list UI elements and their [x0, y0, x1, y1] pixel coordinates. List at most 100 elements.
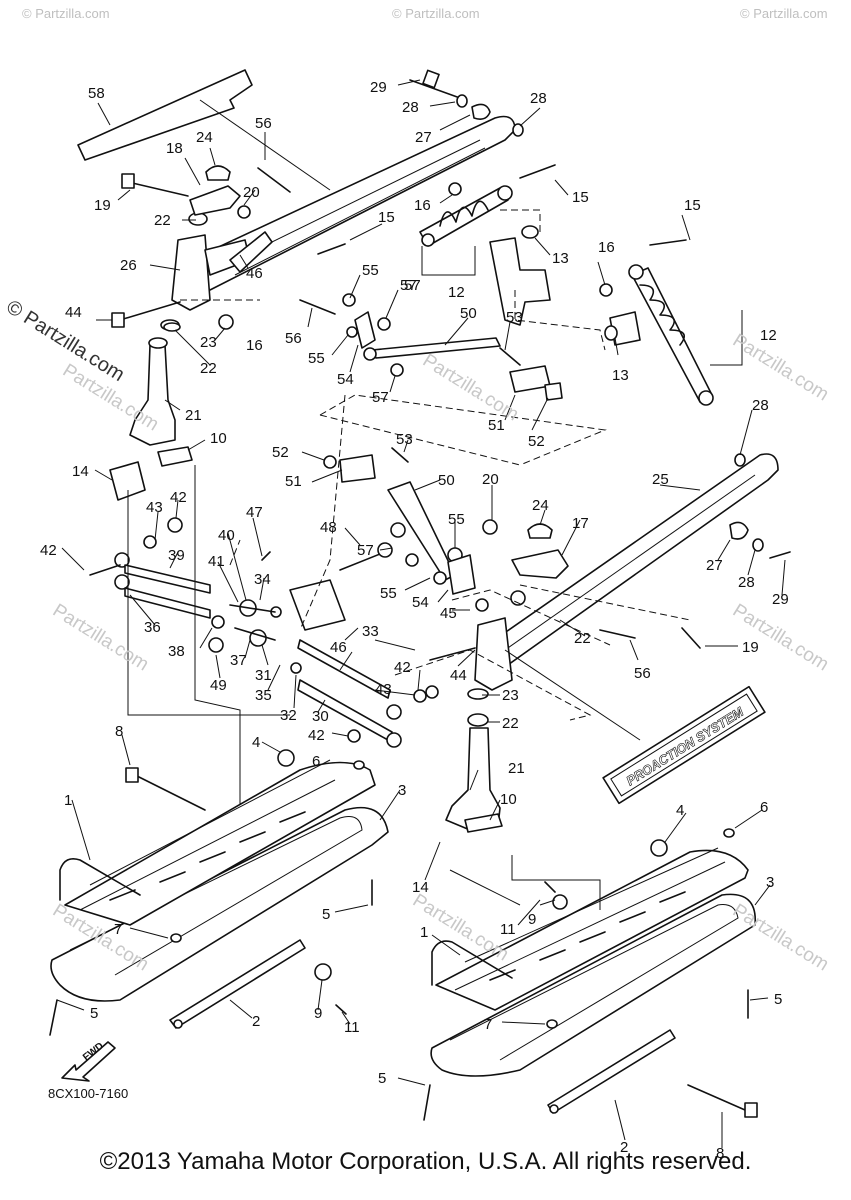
copyright-notice: ©2013 Yamaha Motor Corporation, U.S.A. A… [99, 1148, 752, 1175]
callout-label: 37 [230, 652, 247, 669]
callout-label: 27 [706, 557, 723, 574]
callout-label: 46 [246, 265, 263, 282]
callout-label: 19 [94, 197, 111, 214]
callout-label: 55 [362, 262, 379, 279]
callout-label: 51 [488, 417, 505, 434]
callout-label: 7 [114, 921, 122, 938]
callout-label: 44 [65, 304, 82, 321]
callout-label: 51 [285, 473, 302, 490]
callout-label: 1 [64, 792, 72, 809]
callout-label: 40 [218, 527, 235, 544]
left-lower-linkage [89, 394, 476, 820]
callout-label: 22 [502, 715, 519, 732]
callout-label: 35 [255, 687, 272, 704]
callout-label: 12 [448, 284, 465, 301]
left-rear-arm [77, 69, 524, 446]
callout-label: 49 [210, 677, 227, 694]
callout-label: 54 [412, 594, 429, 611]
callout-label: 13 [552, 250, 569, 267]
callout-label: 39 [168, 547, 185, 564]
callout-label: 5 [90, 1005, 98, 1022]
callout-label: 5 [378, 1070, 386, 1087]
callout-label: 31 [255, 667, 272, 684]
callout-label: 15 [684, 197, 701, 214]
callout-label: 8 [115, 723, 123, 740]
leader-lines [56, 79, 786, 1148]
callout-label: 9 [528, 911, 536, 928]
callout-label: 15 [572, 189, 589, 206]
callout-label: 56 [634, 665, 651, 682]
callout-label: 46 [330, 639, 347, 656]
right-rear-arm [374, 453, 791, 833]
callout-label: 58 [88, 85, 105, 102]
callout-label: 57 [404, 277, 421, 294]
drawing-code: 8CX100-7160 [48, 1086, 129, 1101]
callout-label: 5 [774, 991, 782, 1008]
callout-label: 12 [760, 327, 777, 344]
callout-label: 19 [742, 639, 759, 656]
callout-label: 26 [120, 257, 137, 274]
callout-label: 56 [255, 115, 272, 132]
callout-label: 21 [185, 407, 202, 424]
callout-label: 43 [375, 681, 392, 698]
callout-label: 28 [752, 397, 769, 414]
right-ski [423, 828, 758, 1121]
left-stabilizer-linkage [299, 293, 607, 466]
callout-label: 42 [308, 727, 325, 744]
callout-label: 43 [146, 499, 163, 516]
callout-label: 55 [448, 511, 465, 528]
callout-label: 23 [200, 334, 217, 351]
callout-label: 53 [396, 431, 413, 448]
callout-label: 53 [506, 309, 523, 326]
callout-label: 5 [322, 906, 330, 923]
callout-label: 44 [450, 667, 467, 684]
callout-label: 14 [72, 463, 89, 480]
callout-label: 33 [362, 623, 379, 640]
callout-label: 6 [312, 753, 320, 770]
callout-label: 38 [168, 643, 185, 660]
callout-label: 29 [370, 79, 387, 96]
left-shock-absorber [317, 164, 606, 351]
callout-label: 28 [738, 574, 755, 591]
callout-labels: 29 28 28 58 56 24 27 18 20 19 16 15 22 1… [40, 79, 789, 1162]
callout-label: 32 [280, 707, 297, 724]
callout-label: 16 [598, 239, 615, 256]
callout-label: 54 [337, 371, 354, 388]
callout-label: 20 [243, 184, 260, 201]
callout-label: 27 [415, 129, 432, 146]
callout-label: 25 [652, 471, 669, 488]
callout-label: 7 [484, 1016, 492, 1033]
callout-label: 15 [378, 209, 395, 226]
right-shock-absorber [599, 239, 743, 406]
callout-label: 17 [572, 515, 589, 532]
callout-label: 24 [532, 497, 549, 514]
callout-label: 29 [772, 591, 789, 608]
callout-label: 30 [312, 708, 329, 725]
callout-label: 4 [252, 734, 260, 751]
callout-label: 47 [246, 504, 263, 521]
callout-label: 22 [574, 630, 591, 647]
callout-label: 48 [320, 519, 337, 536]
callout-label: 10 [500, 791, 517, 808]
callout-label: 23 [502, 687, 519, 704]
corner-watermark: © Partzilla.com [740, 6, 828, 21]
callout-label: 13 [612, 367, 629, 384]
callout-label: 1 [420, 924, 428, 941]
callout-label: 14 [412, 879, 429, 896]
callout-label: 3 [398, 782, 406, 799]
callout-label: 22 [154, 212, 171, 229]
callout-label: 34 [254, 571, 271, 588]
callout-label: 18 [166, 140, 183, 157]
callout-label: 28 [402, 99, 419, 116]
callout-label: 2 [252, 1013, 260, 1030]
callout-label: 21 [508, 760, 525, 777]
callout-label: 11 [500, 921, 516, 938]
callout-label: 50 [460, 305, 477, 322]
callout-label: 8 [716, 1145, 724, 1162]
callout-label: 41 [208, 553, 225, 570]
proaction-system-decal: PROACTION SYSTEM [602, 685, 766, 805]
callout-label: 45 [440, 605, 457, 622]
callout-label: 52 [272, 444, 289, 461]
callout-label: 16 [414, 197, 431, 214]
